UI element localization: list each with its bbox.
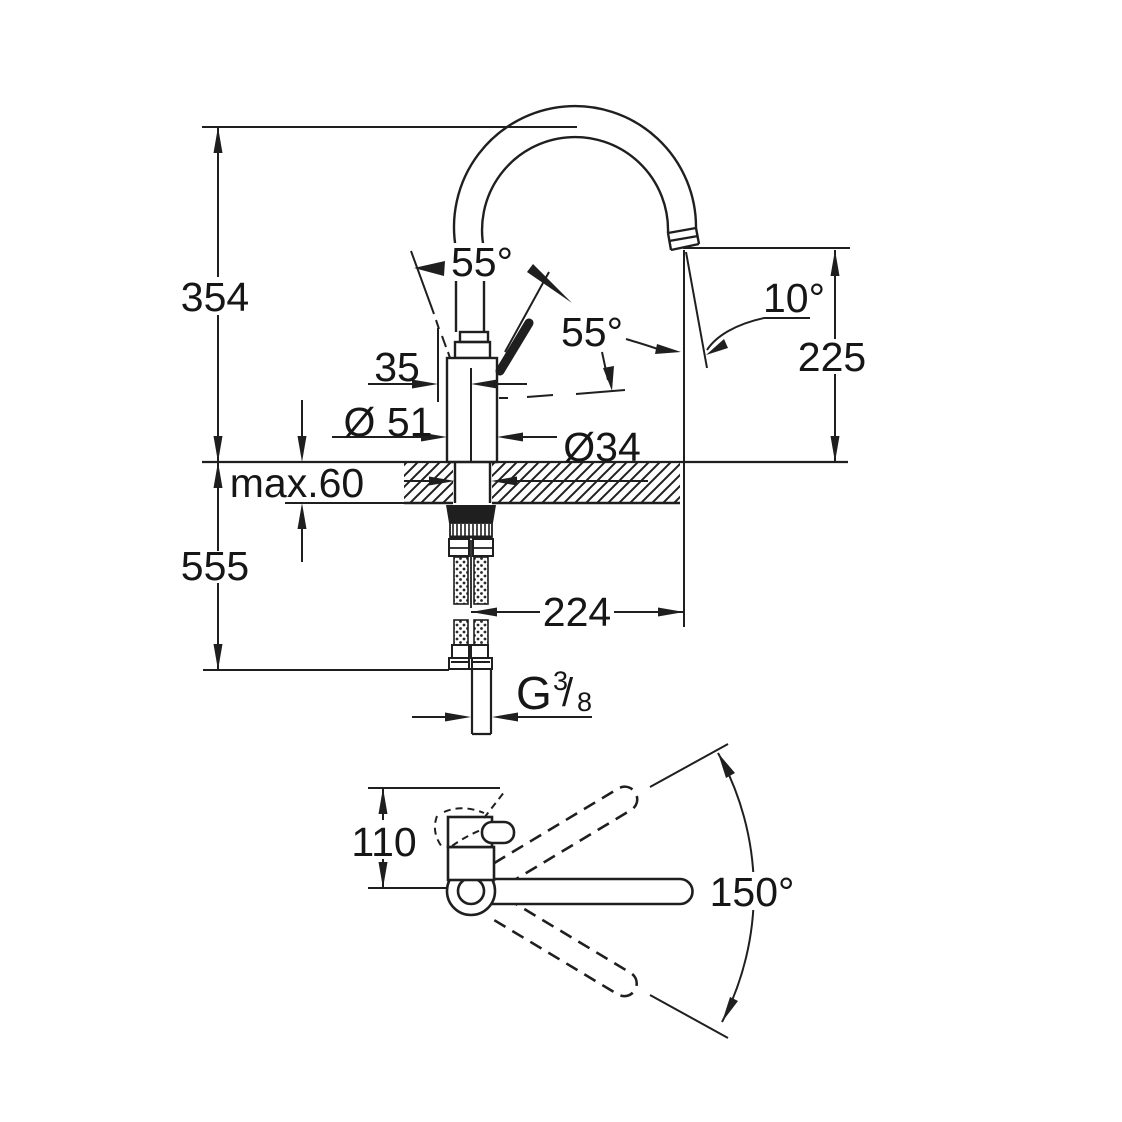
- dim-spout-outlet-height: 225: [798, 334, 866, 380]
- mounting-shank: [453, 462, 492, 503]
- thread-prefix: G: [516, 667, 552, 719]
- thread-denominator: 8: [577, 687, 592, 717]
- dim-spout-tilt-angle: 10°: [763, 275, 825, 321]
- spout-hub: [456, 876, 486, 906]
- faucet-plan-view: [433, 743, 755, 1039]
- countertop-hatch: [404, 463, 680, 503]
- dimension-lines: [202, 126, 850, 889]
- lever-travel-lines: [410, 250, 550, 359]
- dim-cartridge-offset: 35: [374, 344, 420, 390]
- thread-slash: /: [562, 671, 574, 715]
- dim-lever-open-angle: 55°: [561, 309, 623, 355]
- dim-spout-reach: 224: [543, 589, 611, 635]
- spout-tilt-leader: [706, 317, 810, 351]
- dim-shank-diameter: Ø34: [563, 424, 641, 470]
- spout-arc: [452, 104, 701, 332]
- connection-pipe: [470, 670, 493, 736]
- flow-axis-dashes: [499, 389, 626, 399]
- supply-hoses: [448, 540, 493, 736]
- dim-swivel-angle: 150°: [710, 869, 795, 915]
- lever-handle: [495, 318, 534, 376]
- spout-bar: [480, 877, 694, 906]
- dim-base-diameter: Ø 51: [344, 399, 433, 445]
- spout-outlet: [666, 226, 701, 252]
- dim-lever-depth: 110: [351, 819, 416, 865]
- faucet-side-view: [404, 104, 701, 736]
- faucet-body: [445, 330, 499, 464]
- dim-thread-size: G 3 / 8: [516, 666, 592, 719]
- mounting-hardware: [446, 505, 496, 557]
- dim-below-counter-depth: 555: [181, 543, 249, 589]
- dim-max-counter-thickness: max.60: [230, 460, 364, 506]
- arrowheads: [213, 127, 840, 1022]
- dim-lever-travel-angle: 55°: [451, 239, 513, 285]
- label-backgrounds: [184, 243, 868, 910]
- dim-total-height: 354: [181, 274, 249, 320]
- plan-body: [433, 790, 516, 882]
- thread-numerator: 3: [553, 666, 568, 696]
- angle-callouts: [410, 250, 810, 399]
